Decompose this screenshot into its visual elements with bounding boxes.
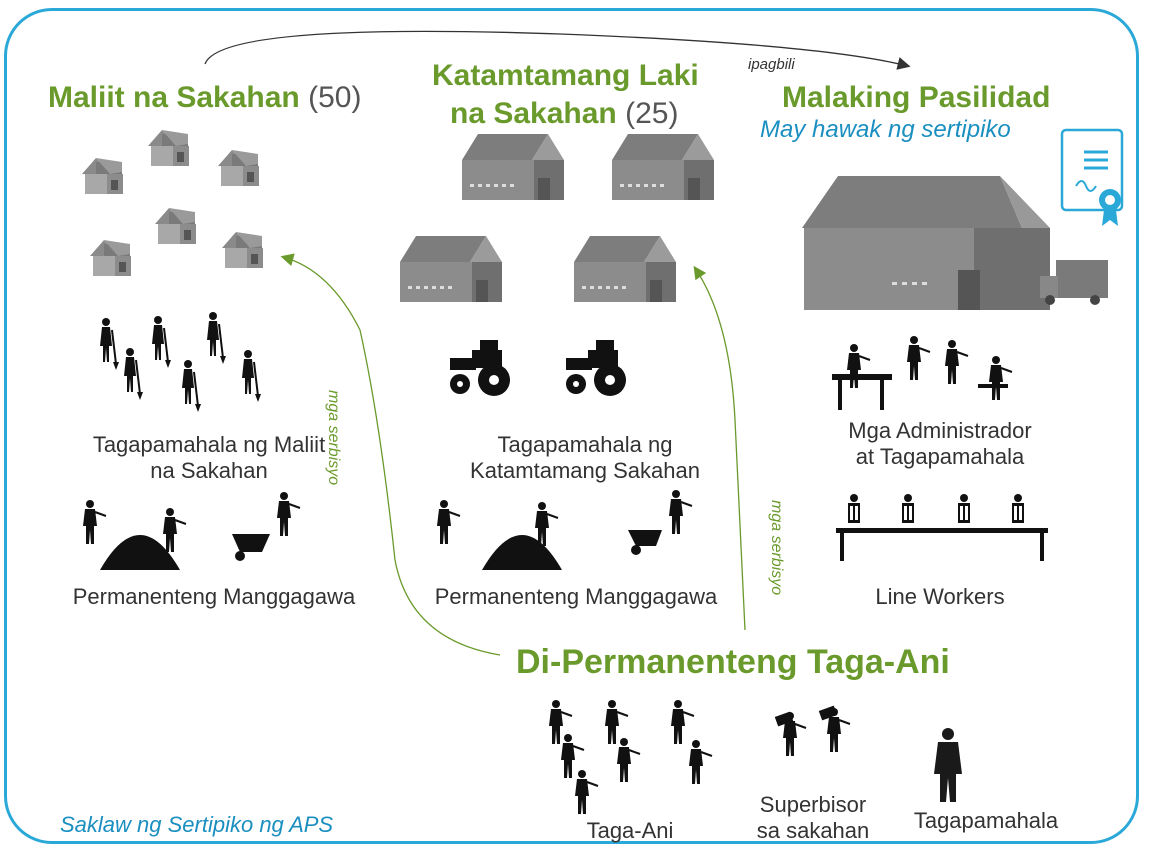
truck-icon — [1040, 260, 1108, 305]
medium-farm-count: (25) — [625, 97, 679, 130]
line-workers-label: Line Workers — [875, 584, 1005, 609]
office-worker-icon — [832, 335, 1013, 410]
services-label-right: mga serbisyo — [768, 500, 785, 596]
medium-workers-label: Permanenteng Manggagawa — [434, 584, 718, 609]
services-arrow-right — [693, 265, 746, 631]
warehouse-icon — [802, 176, 1050, 310]
seasonal-harvesters-title: Di-Permanenteng Taga-Ani — [516, 643, 950, 681]
tractor-icon — [450, 340, 626, 396]
scope-label: Saklaw ng Sertipiko ng APS — [60, 812, 334, 837]
pickers-label: Taga-Ani — [586, 818, 674, 843]
wheelbarrow-icon — [232, 489, 693, 561]
harvest-manager-label: Tagapamahala — [913, 808, 1059, 833]
supervisor-icon — [774, 705, 851, 757]
ipagbili-label: ipagbili — [748, 56, 795, 73]
ipagbili-arrow — [204, 30, 911, 70]
small-workers-label: Permanenteng Manggagawa — [72, 584, 356, 609]
farmer-shovel-icon — [99, 311, 262, 413]
certificate-icon — [1060, 128, 1124, 226]
small-farm-count: (50) — [308, 81, 362, 114]
medium-farm-title-line2: na Sakahan (25) — [450, 97, 679, 130]
small-farm-title: Maliit na Sakahan (50) — [48, 81, 362, 114]
line-worker-icon — [836, 494, 1048, 561]
picker-icon — [548, 699, 713, 815]
services-arrow-left — [280, 253, 501, 656]
manager-icon — [934, 728, 962, 802]
medium-farm-title-line1: Katamtamang Laki — [432, 59, 699, 92]
barn-icon — [400, 134, 714, 302]
harvest-worker-icon — [82, 499, 562, 570]
large-facility-title: Malaking Pasilidad — [782, 81, 1051, 114]
house-icon — [82, 130, 263, 276]
certificate-scope-frame — [4, 8, 1139, 844]
large-facility-subtitle: May hawak ng sertipiko — [760, 116, 1011, 143]
